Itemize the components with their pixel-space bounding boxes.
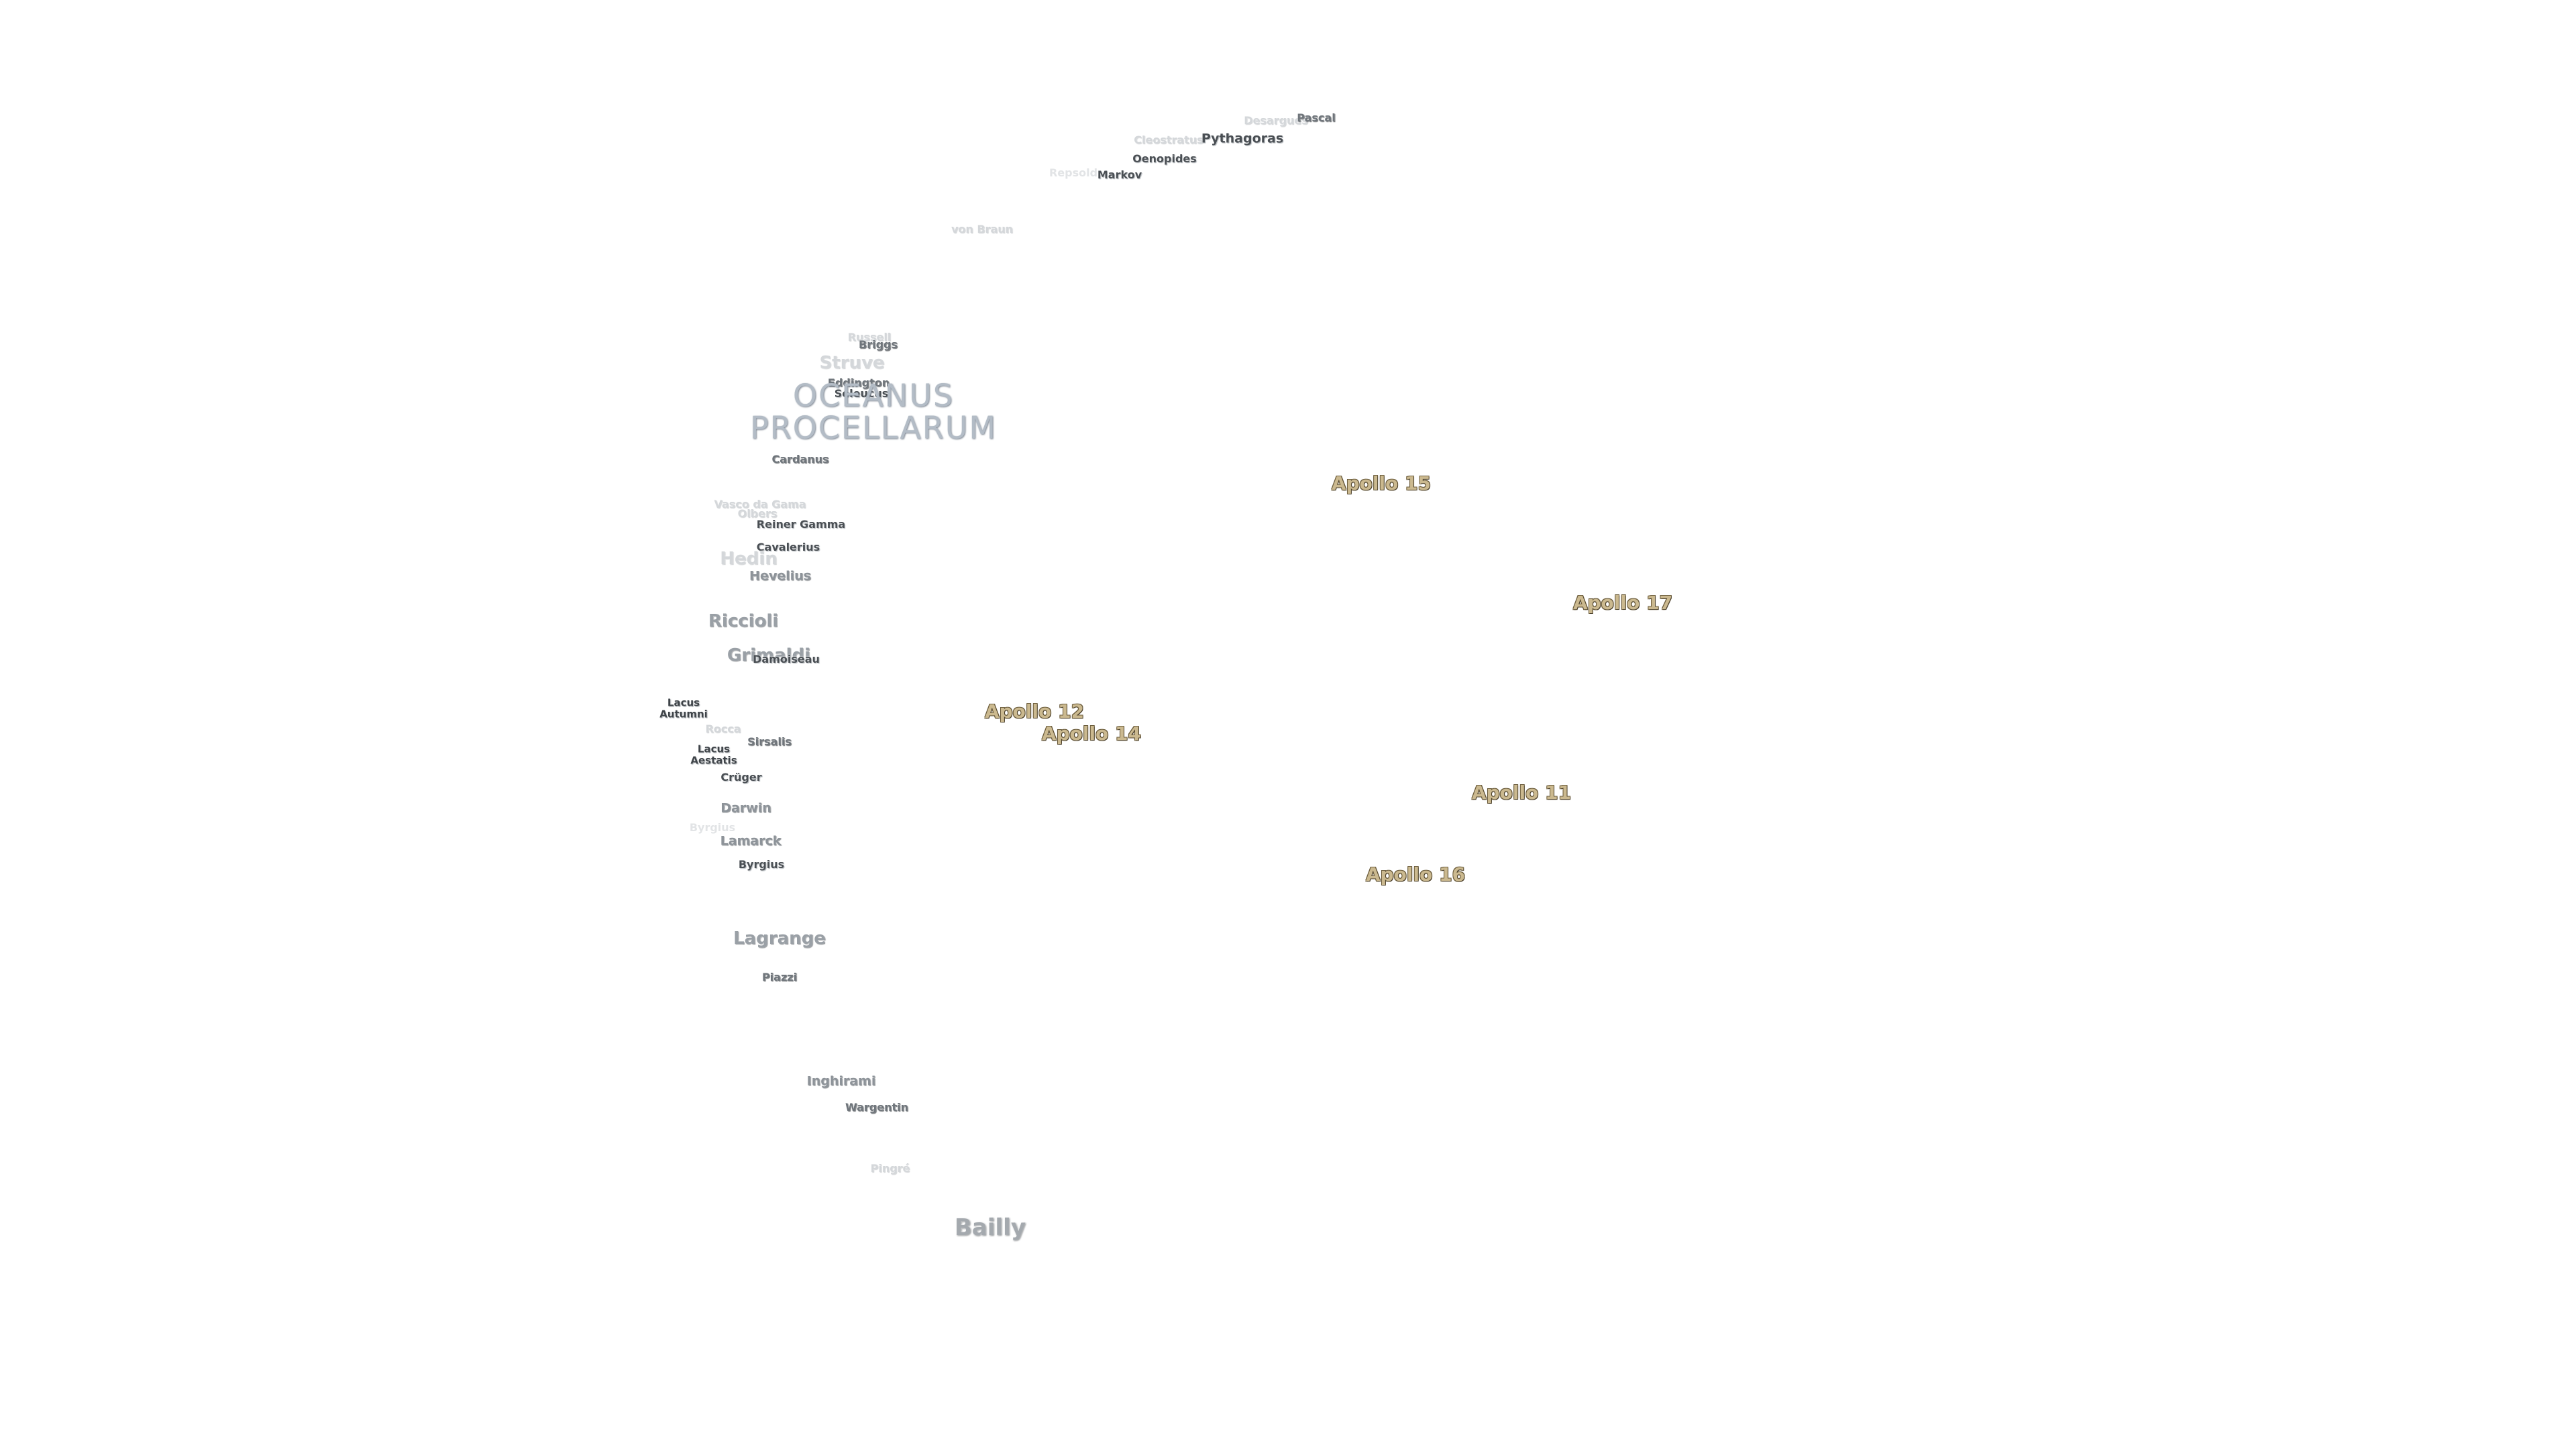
crater-label-grimaldi[interactable]: Grimaldi bbox=[727, 645, 811, 665]
apollo-14-site-label[interactable]: Apollo 14 bbox=[1041, 722, 1142, 745]
crater-label-pythagoras[interactable]: Pythagoras bbox=[1201, 131, 1284, 146]
crater-label-repsold[interactable]: Repsold bbox=[1049, 166, 1098, 179]
crater-label-lamarck[interactable]: Lamarck bbox=[720, 833, 782, 849]
crater-label-cardanus[interactable]: Cardanus bbox=[771, 453, 829, 466]
crater-label-byrgius[interactable]: Byrgius bbox=[738, 858, 785, 871]
crater-label-riccioli[interactable]: Riccioli bbox=[708, 611, 779, 631]
lacus-label-autumni[interactable]: Lacus Autumni bbox=[659, 696, 708, 720]
crater-label-bailly[interactable]: Bailly bbox=[955, 1214, 1026, 1241]
crater-label-hedin[interactable]: Hedin bbox=[720, 549, 777, 569]
crater-label-seleucus[interactable]: Seleucus bbox=[834, 387, 889, 400]
crater-label-rocca[interactable]: Rocca bbox=[705, 722, 741, 735]
crater-label-pingre[interactable]: Pingré bbox=[870, 1162, 910, 1175]
crater-label-cruger[interactable]: Crüger bbox=[720, 771, 762, 784]
crater-label-briggs[interactable]: Briggs bbox=[859, 338, 898, 351]
crater-label-russell[interactable]: Russell bbox=[847, 331, 892, 343]
mare-label-line2: PROCELLARUM bbox=[749, 410, 998, 446]
crater-label-sirsalis[interactable]: Sirsalis bbox=[747, 735, 792, 748]
crater-label-hevelius[interactable]: Hevelius bbox=[749, 568, 811, 584]
crater-label-olbers[interactable]: Olbers bbox=[737, 507, 777, 520]
apollo-11-site-label[interactable]: Apollo 11 bbox=[1471, 782, 1572, 804]
mare-label-line1: OCEANUS bbox=[792, 377, 955, 414]
crater-label-eddington[interactable]: Eddington bbox=[827, 376, 890, 389]
lacus-autumni-line1: Lacus bbox=[667, 696, 700, 709]
mare-label-oceanus-procellarum[interactable]: OCEANUS PROCELLARUM bbox=[749, 377, 998, 446]
crater-label-inghirami[interactable]: Inghirami bbox=[806, 1073, 876, 1089]
lacus-label-aestatis[interactable]: Lacus Aestatis bbox=[690, 743, 737, 766]
lacus-aestatis-line2: Aestatis bbox=[690, 754, 737, 766]
crater-label-desargues[interactable]: Desargues bbox=[1244, 114, 1308, 127]
crater-label-oenopides[interactable]: Oenopides bbox=[1132, 152, 1197, 165]
crater-label-darwin[interactable]: Darwin bbox=[720, 800, 771, 816]
crater-label-wargentin[interactable]: Wargentin bbox=[845, 1101, 908, 1114]
crater-label-byrgius-faint[interactable]: Byrgius bbox=[689, 821, 736, 834]
lacus-aestatis-line1: Lacus bbox=[697, 743, 731, 755]
crater-label-vasco-da-gama[interactable]: Vasco da Gama bbox=[714, 498, 806, 511]
crater-label-reiner-gamma[interactable]: Reiner Gamma bbox=[756, 518, 846, 531]
apollo-16-site-label[interactable]: Apollo 16 bbox=[1365, 863, 1466, 885]
crater-label-damoiseau[interactable]: Damoiseau bbox=[753, 653, 820, 665]
crater-label-cleostratus[interactable]: Cleostratus bbox=[1134, 133, 1203, 146]
apollo-15-site-label[interactable]: Apollo 15 bbox=[1331, 472, 1432, 494]
crater-label-pascal[interactable]: Pascal bbox=[1297, 111, 1336, 124]
crater-label-struve[interactable]: Struve bbox=[819, 353, 885, 373]
lacus-autumni-line2: Autumni bbox=[659, 708, 708, 720]
crater-label-markov[interactable]: Markov bbox=[1097, 168, 1142, 181]
apollo-12-site-label[interactable]: Apollo 12 bbox=[984, 700, 1085, 722]
crater-label-von-braun[interactable]: von Braun bbox=[951, 223, 1014, 235]
apollo-17-site-label[interactable]: Apollo 17 bbox=[1572, 592, 1673, 614]
crater-label-piazzi[interactable]: Piazzi bbox=[761, 971, 798, 983]
crater-label-cavalerius[interactable]: Cavalerius bbox=[756, 541, 820, 553]
crater-label-lagrange[interactable]: Lagrange bbox=[733, 928, 826, 949]
